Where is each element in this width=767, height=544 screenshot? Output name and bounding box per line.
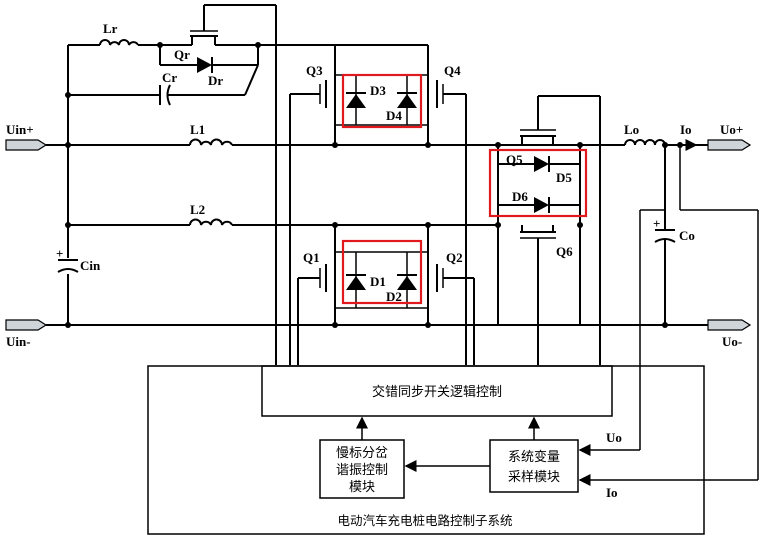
l1-label: L1 (190, 122, 205, 137)
inductor-lo: Lo (624, 122, 666, 146)
capacitor-co: + Co (653, 145, 695, 325)
svg-text:+: + (653, 216, 660, 231)
cr-label: Cr (162, 70, 177, 85)
diode-dr: Dr (159, 45, 259, 96)
port-uo-minus: Uo- (707, 319, 752, 349)
d5-label: D5 (556, 170, 572, 185)
uo-signal-label: Uo (606, 430, 622, 445)
q6-label: Q6 (556, 244, 573, 259)
subsystem-caption: 电动汽车充电桩电路控制子系统 (337, 513, 512, 528)
mosfet-q1: Q1 (297, 250, 327, 365)
mosfet-q6: Q6 (520, 225, 573, 365)
diode-d6: D6 (498, 189, 580, 213)
uo-plus-label: Uo+ (720, 122, 743, 137)
d1-label: D1 (370, 274, 386, 289)
diode-d5: D5 (498, 156, 580, 185)
sampling-module-line1: 系统变量 (508, 449, 560, 465)
inductor-l2: L2 (189, 202, 233, 226)
diode-d1: D1 (346, 252, 386, 308)
diode-d2: D2 (386, 252, 417, 308)
mosfet-q2: Q2 (436, 250, 475, 365)
dr-label: Dr (208, 73, 223, 88)
slow-module-line3: 模块 (349, 480, 375, 495)
inductor-lr: Lr (99, 21, 139, 46)
highlight-d1-d2 (341, 239, 423, 305)
diode-d4: D4 (386, 75, 417, 125)
cin-label: Cin (80, 258, 101, 273)
capacitor-cr: Cr (68, 70, 245, 106)
port-uo-plus: Uo+ (707, 122, 752, 151)
slow-module-line1: 慢标分岔 (336, 445, 388, 461)
switch-qr: Qr (174, 4, 277, 365)
junction-dots (65, 42, 683, 328)
port-uin-minus: Uin- (5, 319, 48, 349)
io-label: Io (680, 122, 692, 137)
q1-label: Q1 (303, 250, 320, 265)
svg-text:+: + (56, 246, 63, 261)
uin-plus-label: Uin+ (6, 122, 34, 137)
qr-label: Qr (174, 47, 190, 62)
mosfet-q3: Q3 (289, 63, 327, 365)
capacitor-cin: + Cin (56, 246, 101, 273)
q2-label: Q2 (446, 250, 463, 265)
highlight-d3-d4 (341, 73, 423, 129)
lr-label: Lr (103, 21, 118, 36)
d2-label: D2 (386, 289, 402, 304)
inductor-l1: L1 (189, 122, 233, 146)
slow-module-line2: 谐振控制 (336, 463, 388, 478)
logic-control-label: 交错同步开关逻辑控制 (372, 384, 502, 400)
l2-label: L2 (190, 202, 205, 217)
diode-d3: D3 (346, 75, 386, 125)
q4-label: Q4 (444, 63, 461, 78)
q3-label: Q3 (306, 63, 323, 78)
mosfet-q4: Q4 (436, 63, 467, 365)
d4-label: D4 (386, 108, 402, 123)
logic-control-block (261, 365, 613, 417)
sampling-module-line2: 采样模块 (508, 470, 560, 485)
lo-label: Lo (624, 122, 639, 137)
d6-label: D6 (512, 189, 528, 204)
uo-minus-label: Uo- (722, 334, 742, 349)
uin-minus-label: Uin- (6, 334, 31, 349)
io-signal-label: Io (606, 485, 618, 500)
highlight-d5-d6 (488, 148, 588, 218)
d3-label: D3 (370, 83, 386, 98)
co-label: Co (679, 228, 695, 243)
port-uin-plus: Uin+ (5, 122, 48, 151)
